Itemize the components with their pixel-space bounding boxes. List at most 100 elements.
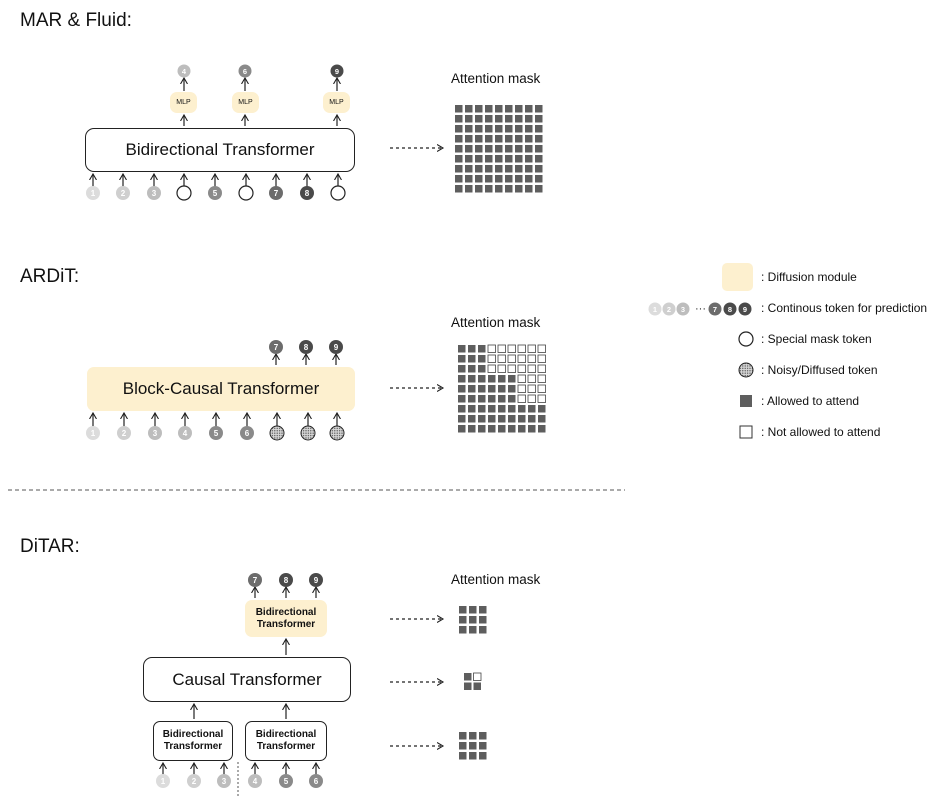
mask-cell-not-allowed bbox=[517, 364, 526, 373]
mask-cell-allowed bbox=[488, 395, 496, 403]
mask-cell-allowed bbox=[455, 105, 463, 113]
mask-cell-allowed bbox=[475, 145, 483, 153]
token-number: 1 bbox=[161, 777, 166, 786]
mask-cell-allowed bbox=[535, 185, 543, 193]
legend-special-mask-icon bbox=[738, 331, 754, 347]
mask-cell-allowed bbox=[495, 135, 503, 143]
mask-cell-not-allowed bbox=[497, 364, 506, 373]
mask-cell-allowed bbox=[535, 145, 543, 153]
mask-cell-allowed bbox=[458, 375, 466, 383]
mar-input-token: 5 bbox=[208, 186, 222, 200]
legend-not-allowed-text: : Not allowed to attend bbox=[761, 425, 881, 439]
continuous-token bbox=[240, 426, 254, 440]
mask-cell-allowed bbox=[535, 165, 543, 173]
mask-cell-not-allowed bbox=[527, 364, 536, 373]
mask-cell-allowed bbox=[538, 415, 546, 423]
mask-cell-allowed bbox=[475, 185, 483, 193]
legend-diffusion-swatch bbox=[722, 263, 753, 291]
mask-cell-allowed bbox=[535, 125, 543, 133]
mar-mlp-box-2: MLP bbox=[232, 92, 259, 113]
mask-cell-allowed bbox=[459, 616, 467, 624]
ditar-input-token: 6 bbox=[309, 774, 323, 788]
mask-cell-allowed bbox=[505, 125, 513, 133]
mlp-label: MLP bbox=[176, 99, 191, 106]
mask-cell-not-allowed bbox=[517, 344, 526, 353]
token-number: 3 bbox=[222, 777, 227, 786]
ditar-bottom-attention-mask bbox=[459, 732, 487, 760]
mask-cell-allowed bbox=[525, 135, 533, 143]
ardit-block-causal-transformer: Block-Causal Transformer bbox=[87, 367, 355, 411]
mask-cell-allowed bbox=[475, 155, 483, 163]
ardit-input-token: 4 bbox=[178, 426, 192, 440]
mask-cell-allowed bbox=[479, 606, 487, 614]
token-number: 5 bbox=[214, 429, 219, 438]
mask-cell-not-allowed bbox=[507, 364, 516, 373]
ditar-input-token: 1 bbox=[156, 774, 170, 788]
ditar-input-token: 3 bbox=[217, 774, 231, 788]
mask-cell-allowed bbox=[525, 175, 533, 183]
mask-cell-not-allowed bbox=[487, 344, 496, 353]
noisy-token bbox=[300, 425, 316, 441]
mask-cell-allowed bbox=[485, 155, 493, 163]
mask-cell-allowed bbox=[505, 175, 513, 183]
ardit-input-token: 2 bbox=[117, 426, 131, 440]
mask-cell-allowed bbox=[505, 185, 513, 193]
token-number: 3 bbox=[153, 429, 158, 438]
mask-cell-allowed bbox=[465, 185, 473, 193]
mask-cell-allowed bbox=[465, 135, 473, 143]
legend-noisy-text: : Noisy/Diffused token bbox=[761, 363, 878, 377]
continuous-token bbox=[723, 302, 737, 316]
ardit-attention-mask-label: Attention mask bbox=[451, 315, 541, 330]
token-number: 6 bbox=[314, 777, 319, 786]
mask-cell-not-allowed bbox=[497, 354, 506, 363]
mask-cell-allowed bbox=[485, 105, 493, 113]
continuous-token bbox=[309, 573, 323, 587]
legend-continuous-token: 3 bbox=[676, 302, 690, 316]
token-number: 8 bbox=[305, 189, 310, 198]
mask-cell-allowed bbox=[459, 752, 467, 760]
mask-cell-allowed bbox=[458, 415, 466, 423]
noisy-token bbox=[269, 425, 285, 441]
mask-cell-allowed bbox=[488, 425, 496, 433]
mask-cell-allowed bbox=[508, 405, 516, 413]
mask-cell-allowed bbox=[458, 345, 466, 353]
mar-input-token: 8 bbox=[300, 186, 314, 200]
mask-cell-allowed bbox=[485, 135, 493, 143]
mask-cell-not-allowed bbox=[537, 344, 546, 353]
mask-cell-allowed bbox=[464, 673, 472, 681]
mask-cell-allowed bbox=[525, 185, 533, 193]
mask-cell-allowed bbox=[464, 682, 472, 690]
mask-cell-allowed bbox=[459, 742, 467, 750]
mar-input-token bbox=[330, 185, 346, 201]
mask-cell-allowed bbox=[478, 405, 486, 413]
mask-cell-allowed bbox=[485, 185, 493, 193]
mask-cell-allowed bbox=[469, 742, 477, 750]
mask-cell-allowed bbox=[488, 415, 496, 423]
mask-cell-not-allowed bbox=[507, 354, 516, 363]
mask-cell-allowed bbox=[518, 425, 526, 433]
mask-cell-allowed bbox=[458, 365, 466, 373]
mar-mlp-box-1: MLP bbox=[170, 92, 197, 113]
continuous-token bbox=[279, 774, 293, 788]
mask-cell-allowed bbox=[468, 405, 476, 413]
mask-cell-allowed bbox=[498, 425, 506, 433]
mask-cell-allowed bbox=[538, 425, 546, 433]
mask-cell-allowed bbox=[508, 375, 516, 383]
mask-cell-allowed bbox=[468, 345, 476, 353]
mask-cell-allowed bbox=[515, 165, 523, 173]
mask-cell-not-allowed bbox=[537, 374, 546, 383]
continuous-token bbox=[708, 302, 722, 316]
ardit-transformer-label: Block-Causal Transformer bbox=[122, 379, 320, 398]
mask-cell-allowed bbox=[455, 125, 463, 133]
mask-cell-allowed bbox=[468, 415, 476, 423]
ardit-attention-mask bbox=[458, 344, 546, 433]
token-number: 2 bbox=[667, 305, 671, 314]
continuous-token bbox=[662, 302, 676, 316]
mask-cell-allowed bbox=[478, 375, 486, 383]
continuous-token bbox=[248, 573, 262, 587]
special-mask-token bbox=[176, 185, 192, 201]
mask-cell-allowed bbox=[505, 155, 513, 163]
mask-cell-allowed bbox=[515, 175, 523, 183]
token-number: 6 bbox=[245, 429, 250, 438]
continuous-token bbox=[178, 426, 192, 440]
